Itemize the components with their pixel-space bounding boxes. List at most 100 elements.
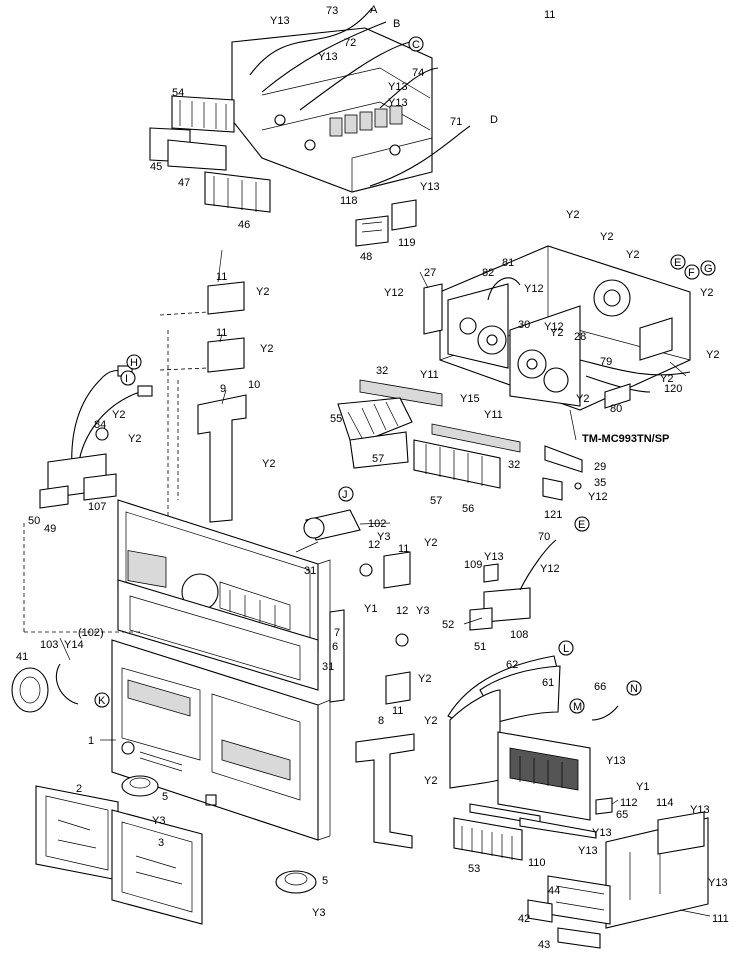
screw-label: Y2 (550, 327, 563, 339)
part-label: 2 (76, 783, 82, 795)
part-label: 35 (594, 477, 606, 489)
part-label: 57 (430, 495, 442, 507)
connector-f: F (688, 267, 695, 279)
part-label: 8 (378, 715, 384, 727)
screw-label: Y11 (420, 369, 439, 381)
part-label: 118 (340, 195, 358, 207)
screw-label: Y2 (112, 409, 125, 421)
part-label: 57 (372, 453, 384, 465)
part-label: 11 (216, 327, 227, 339)
tape-mechanism-assembly (423, 245, 691, 411)
screw-label: Y3 (377, 531, 390, 543)
part-label: 80 (610, 403, 622, 415)
connector-m: M (573, 701, 582, 713)
function-buttons (337, 379, 521, 489)
screw-label: Y15 (460, 393, 480, 405)
part-label: 82 (482, 267, 494, 279)
front-covers (35, 785, 203, 925)
part-label: 44 (548, 885, 560, 897)
part-label: 47 (178, 177, 190, 189)
screw-label: Y13 (708, 877, 728, 889)
screw-label: Y12 (524, 283, 544, 295)
screw-label: Y2 (706, 349, 719, 361)
part-label: 54 (172, 87, 184, 99)
part-label: 65 (616, 809, 628, 821)
part-label: 5 (322, 875, 328, 887)
part-label: 45 (150, 161, 162, 173)
screw-label: Y12 (384, 287, 404, 299)
part-label: 46 (238, 219, 250, 231)
connector-d: D (490, 114, 498, 126)
part-label: 10 (248, 379, 260, 391)
connector-h: H (130, 357, 138, 369)
part-group-12-11 (329, 551, 411, 705)
screw-label: Y14 (64, 639, 84, 651)
part-label: 62 (506, 659, 518, 671)
part-label: 5 (162, 791, 168, 803)
part-label: 84 (94, 419, 106, 431)
part-label: 61 (542, 677, 554, 689)
part-label: 74 (412, 67, 424, 79)
part-label: 52 (442, 619, 454, 631)
part-label: 66 (594, 681, 606, 693)
part-label: 53 (468, 863, 480, 875)
screw-label: Y2 (660, 373, 673, 385)
screw-label: Y1 (364, 603, 377, 615)
part-label: 51 (474, 641, 486, 653)
screw-label: Y2 (260, 343, 273, 355)
part-label: 49 (44, 523, 56, 535)
display-assembly (447, 655, 619, 861)
part-label: 112 (620, 797, 638, 809)
screw-label: Y12 (544, 321, 564, 333)
part-label: 103 (40, 639, 58, 651)
part-label: 31 (304, 565, 316, 577)
screw-label: Y13 (270, 15, 290, 27)
part-label: 11 (398, 543, 409, 555)
connector-i: I (125, 373, 128, 385)
part-label: (102) (78, 627, 104, 639)
screw-label: Y2 (566, 209, 579, 221)
front-panel-cabinet (111, 499, 331, 841)
screw-label: Y3 (152, 815, 165, 827)
part-label: 121 (544, 509, 562, 521)
screw-label: Y3 (416, 605, 429, 617)
part-group-102 (295, 509, 361, 553)
part-label: 11 (216, 271, 227, 283)
part-label: 70 (538, 531, 550, 543)
part-label: 119 (398, 237, 416, 249)
connector-j: J (342, 489, 348, 501)
part-label: 120 (664, 383, 682, 395)
part-group-111-114 (527, 811, 709, 949)
part-label: 107 (88, 501, 106, 513)
feet (121, 775, 317, 894)
cd-switch-row (329, 105, 403, 137)
part-label: 11 (544, 9, 555, 21)
label-layer: A B C D E F G H I J K L M N E TM-MC993TN… (16, 4, 729, 951)
screw-label: Y13 (578, 845, 598, 857)
part-label: 41 (16, 651, 28, 663)
part-label: 110 (528, 857, 546, 869)
screw-label: Y2 (700, 287, 713, 299)
part-label: 111 (712, 913, 729, 925)
part-label: 81 (502, 257, 514, 269)
connector-l: L (563, 643, 569, 655)
connector-k: K (98, 695, 106, 707)
screw-label: Y2 (256, 286, 269, 298)
part-label: 12 (396, 605, 408, 617)
part-label: 79 (600, 356, 612, 368)
part-label: 102 (368, 518, 386, 530)
headphone-jack-assembly (39, 365, 153, 509)
part-label: 42 (518, 913, 530, 925)
screw-label: Y13 (420, 181, 440, 193)
model-label: TM-MC993TN/SP (582, 433, 669, 445)
part-label: 3 (158, 837, 164, 849)
part-group-119-48 (355, 199, 417, 247)
screw-label: Y2 (626, 249, 639, 261)
screw-label: Y2 (424, 715, 437, 727)
screw-label: Y13 (318, 51, 338, 63)
connector-b: B (393, 18, 400, 30)
screw-label: Y13 (606, 755, 626, 767)
screw-label: Y2 (424, 775, 437, 787)
part-label: 29 (594, 461, 606, 473)
